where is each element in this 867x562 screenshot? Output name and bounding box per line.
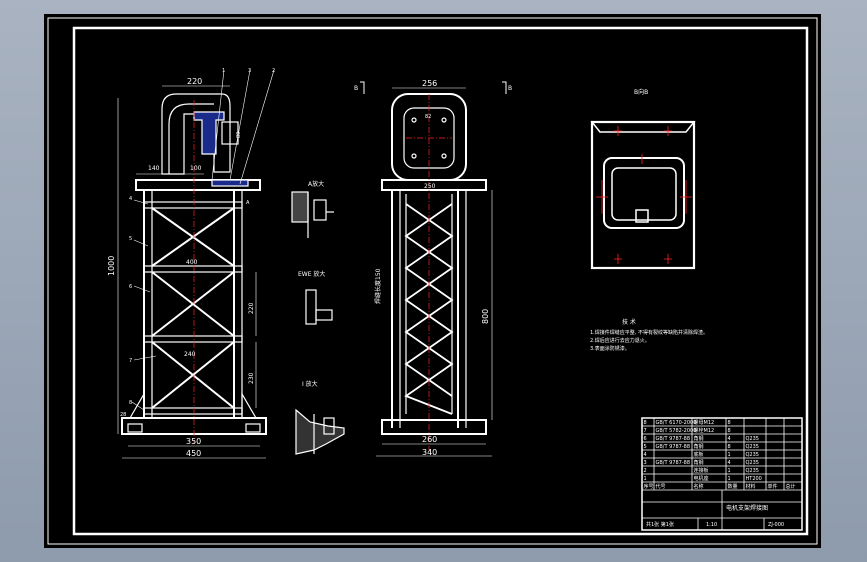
detail-a-label: A放大 xyxy=(308,180,324,188)
balloon-8: 8 xyxy=(129,400,132,406)
title-block-cell: GB/T 5782-2000 xyxy=(656,428,697,434)
title-block-cell: 4 xyxy=(644,452,647,458)
section-arrow-right xyxy=(502,81,507,94)
dim-boss: 80 xyxy=(236,132,242,138)
section-center-lines xyxy=(596,126,692,264)
title-block-cell: 7 xyxy=(644,428,647,434)
title-block-cell: Q235 xyxy=(746,452,759,458)
notes-line-3: 3.表面涂防锈漆。 xyxy=(590,345,630,352)
balloon-7: 7 xyxy=(129,358,132,364)
dim-panel-1: 220 xyxy=(248,302,255,314)
detail-views xyxy=(291,191,345,455)
side-dim-mid: 250 xyxy=(424,183,436,190)
outer-border xyxy=(47,17,818,545)
title-block-cell: Q235 xyxy=(746,460,759,466)
notes-title: 技 术 xyxy=(622,318,636,326)
dim-top-width: 220 xyxy=(187,77,202,86)
title-block-cell: GB/T 9787-88 xyxy=(656,460,691,466)
dim-panel-2: 230 xyxy=(248,372,255,384)
section-view-title: B向B xyxy=(634,88,648,96)
side-center-lines xyxy=(406,94,452,454)
balloon-2: 2 xyxy=(272,68,275,74)
side-dim-top: 256 xyxy=(422,79,437,88)
notes-line-2: 2.焊后应进行去应力退火。 xyxy=(590,337,650,344)
dim-lower-width: 240 xyxy=(184,351,196,358)
side-view xyxy=(376,87,493,457)
title-block-cell: 角钢 xyxy=(694,459,704,466)
dim-inner-offset: 100 xyxy=(190,165,202,172)
title-block-cell: Q235 xyxy=(746,444,759,450)
title-block-cell: 4 xyxy=(728,460,731,466)
side-dim-base-inner: 260 xyxy=(422,435,437,444)
drawing-scale: 1:10 xyxy=(706,522,717,528)
title-block-cell: 3 xyxy=(644,460,647,466)
title-block-cell: 8 xyxy=(644,420,647,426)
notes-line-1: 1.焊接件焊缝应平整, 不得有裂纹等缺陷并清除焊渣。 xyxy=(590,329,708,336)
drawing-name: 电机支架焊接图 xyxy=(726,504,768,512)
title-block-cell: HT200 xyxy=(746,476,762,482)
dim-left-offset: 140 xyxy=(148,165,160,172)
title-block-header-cell: 代号 xyxy=(656,483,666,490)
title-block-cell: 螺母M12 xyxy=(694,419,715,426)
dim-corner: 28 xyxy=(120,412,126,418)
side-dim-bolt: 82 xyxy=(425,114,431,120)
section-mark-b-left: B xyxy=(354,85,358,92)
title-block-header-cell: 数量 xyxy=(728,483,738,490)
balloon-4: 4 xyxy=(129,196,132,202)
balloon-6: 6 xyxy=(129,284,132,290)
dim-base-inner: 350 xyxy=(186,437,201,446)
dim-mid-width: 400 xyxy=(186,259,198,266)
drawing-sheet: 共1张 第1张 xyxy=(646,521,674,528)
title-block-cell: 2 xyxy=(644,468,647,474)
title-block-cell: Q235 xyxy=(746,468,759,474)
title-block-cell: 底板 xyxy=(694,451,704,458)
section-view-bb xyxy=(590,120,696,270)
title-block-cell: 角钢 xyxy=(694,435,704,442)
side-vertical-note: 焊缝长度150 xyxy=(374,268,382,304)
detail-i-label: I 放大 xyxy=(302,380,318,388)
title-block-header-cell: 总计 xyxy=(786,483,796,490)
title-block-cell: 螺栓M12 xyxy=(694,427,715,434)
title-block-cell: 1 xyxy=(728,476,731,482)
section-mark-b-right: B xyxy=(508,85,512,92)
title-block-cell: 角钢 xyxy=(694,443,704,450)
title-block-cell: Q235 xyxy=(746,436,759,442)
balloon-5: 5 xyxy=(129,236,132,242)
title-block-cell: 8 xyxy=(728,444,731,450)
title-block-cell: 电机座 xyxy=(694,475,709,482)
balloon-1: 1 xyxy=(222,68,225,74)
title-block-cell: GB/T 9787-88 xyxy=(656,444,691,450)
title-block-cell: 5 xyxy=(644,444,647,450)
title-block-cell: 1 xyxy=(728,452,731,458)
title-block xyxy=(641,417,803,531)
drawing-no: ZJ-000 xyxy=(768,522,784,528)
cad-drawing: 220 140 100 1000 400 240 220 230 350 450… xyxy=(47,17,818,545)
title-block-cell: 连接板 xyxy=(694,467,709,474)
drawing-canvas[interactable]: 220 140 100 1000 400 240 220 230 350 450… xyxy=(44,14,821,548)
section-arrow-left xyxy=(360,81,365,94)
dim-base-outer: 450 xyxy=(186,449,201,458)
title-block-cell: GB/T 6170-2000 xyxy=(656,420,697,426)
balloon-3: 3 xyxy=(248,68,251,74)
title-block-cell: 1 xyxy=(728,468,731,474)
section-mark-a: A xyxy=(246,200,250,206)
side-dim-height: 800 xyxy=(481,309,490,324)
title-block-header-cell: 名称 xyxy=(694,483,704,490)
inner-border xyxy=(72,26,809,536)
title-block-cell: 1 xyxy=(644,476,647,482)
dim-height: 1000 xyxy=(107,256,116,276)
title-block-cell: 6 xyxy=(644,436,647,442)
title-block-cell: 4 xyxy=(728,436,731,442)
detail-ewe-label: EWE 放大 xyxy=(298,270,325,278)
title-block-cell: 8 xyxy=(728,428,731,434)
title-block-cell: GB/T 9787-88 xyxy=(656,436,691,442)
title-block-header-cell: 材料 xyxy=(746,483,756,490)
title-block-header-cell: 单件 xyxy=(768,483,778,490)
title-block-cell: 8 xyxy=(728,420,731,426)
side-dim-base-outer: 340 xyxy=(422,448,437,457)
title-block-header-cell: 序号 xyxy=(644,483,654,490)
